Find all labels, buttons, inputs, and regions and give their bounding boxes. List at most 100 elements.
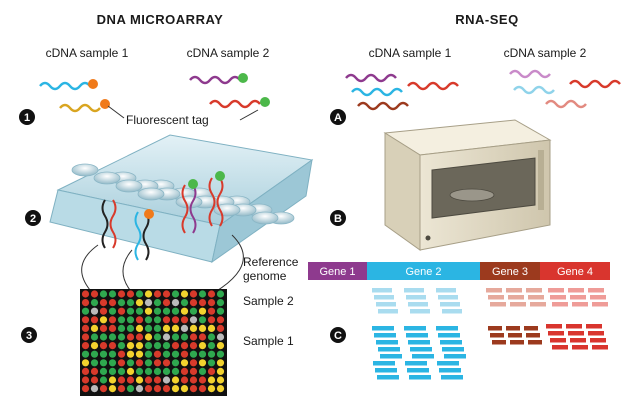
microarray-spot (90, 367, 99, 375)
microarray-spot (153, 316, 162, 324)
sequencing-read (570, 295, 586, 300)
microarray-spot (108, 342, 117, 350)
microarray-spot (144, 385, 153, 393)
sequencing-read (528, 295, 544, 300)
microarray-spot (198, 333, 207, 341)
microarray-spot (117, 350, 126, 358)
microarray-sample1-label: cDNA sample 1 (46, 46, 129, 60)
tray-well (175, 195, 203, 209)
microarray-spot (99, 385, 108, 393)
microarray-spot (90, 316, 99, 324)
microarray-spot (162, 342, 171, 350)
microarray-spot (171, 376, 180, 384)
microarray-spot (171, 367, 180, 375)
microarray-spot (126, 316, 135, 324)
microarray-spot (162, 290, 171, 298)
fluorescent-tag-icon (188, 179, 198, 189)
microarray-spot (81, 359, 90, 367)
microarray-spot (171, 316, 180, 324)
microarray-tray (49, 134, 314, 264)
microarray-spot (189, 290, 198, 298)
svg-text:3: 3 (26, 330, 32, 342)
sequencing-read (528, 340, 542, 345)
microarray-spot (153, 307, 162, 315)
sequencing-read (440, 340, 462, 345)
microarray-spot (90, 350, 99, 358)
microarray-spot (207, 342, 216, 350)
microarray-spot (81, 316, 90, 324)
microarray-spot (153, 342, 162, 350)
gene-label-2: Gene 2 (405, 266, 441, 278)
microarray-spot (108, 299, 117, 307)
reference-label-line2: genome (243, 269, 287, 283)
microarray-spot (117, 290, 126, 298)
microarray-spot (216, 290, 225, 298)
reference-label-line1: Reference (243, 255, 299, 269)
microarray-spot (144, 324, 153, 332)
fluorescent-tag-label: Fluorescent tag (126, 113, 209, 127)
microarray-spot (117, 367, 126, 375)
sequencing-read (510, 302, 526, 307)
microarray-spot (144, 333, 153, 341)
microarray-spot (108, 385, 117, 393)
sequencing-read (440, 302, 460, 307)
microarray-spot (162, 333, 171, 341)
microarray-spot (207, 376, 216, 384)
gene-label-3: Gene 3 (492, 266, 528, 278)
microarray-spot (162, 367, 171, 375)
microarray-spot (207, 307, 216, 315)
microarray-spot (198, 350, 207, 358)
microarray-spot (216, 385, 225, 393)
cdna-strand (189, 75, 241, 85)
sequencing-read (486, 288, 502, 293)
sequencing-read (550, 338, 566, 343)
sequencing-read (380, 354, 402, 359)
microarray-spot (153, 350, 162, 358)
sequencing-read (372, 326, 394, 331)
gene-segment-2 (367, 262, 480, 280)
microarray-spot (162, 316, 171, 324)
gene-label-4: Gene 4 (557, 266, 593, 278)
fluorescent-tag-icon (260, 97, 270, 107)
sequencing-read (437, 361, 459, 366)
sequencing-read (548, 288, 564, 293)
microarray-spot (216, 350, 225, 358)
rnaseq-sample1-label: cDNA sample 1 (369, 46, 452, 60)
microarray-spot (180, 350, 189, 358)
microarray-spot (117, 376, 126, 384)
microarray-spot (99, 376, 108, 384)
microarray-spot (216, 324, 225, 332)
sequencing-read (572, 345, 588, 350)
microarray-spot (189, 316, 198, 324)
fluorescent-tag-icon (144, 209, 154, 219)
microarray-spot (135, 376, 144, 384)
microarray-spot (126, 385, 135, 393)
microarray-spot (135, 367, 144, 375)
microarray-spot (171, 333, 180, 341)
sequencing-read (506, 288, 522, 293)
tray-well (137, 187, 165, 201)
sequencing-read (552, 302, 568, 307)
sequencing-read (588, 331, 604, 336)
microarray-spot (144, 359, 153, 367)
microarray-spot (180, 333, 189, 341)
hybridized-dna (101, 171, 225, 261)
microarray-spot (117, 299, 126, 307)
microarray-spot (90, 307, 99, 315)
microarray-spot (99, 290, 108, 298)
sequencing-read (552, 345, 568, 350)
sequencing-read (410, 347, 432, 352)
microarray-spot (81, 376, 90, 384)
sequencing-read (412, 354, 434, 359)
microarray-spot (153, 299, 162, 307)
rnaseq-title: RNA-SEQ (455, 12, 518, 27)
microarray-spot (216, 359, 225, 367)
sequencing-read (506, 326, 520, 331)
tray-well (251, 211, 279, 225)
sequencing-machine (383, 119, 552, 251)
microarray-spot (126, 367, 135, 375)
microarray-spot (153, 385, 162, 393)
microarray-spot (198, 324, 207, 332)
